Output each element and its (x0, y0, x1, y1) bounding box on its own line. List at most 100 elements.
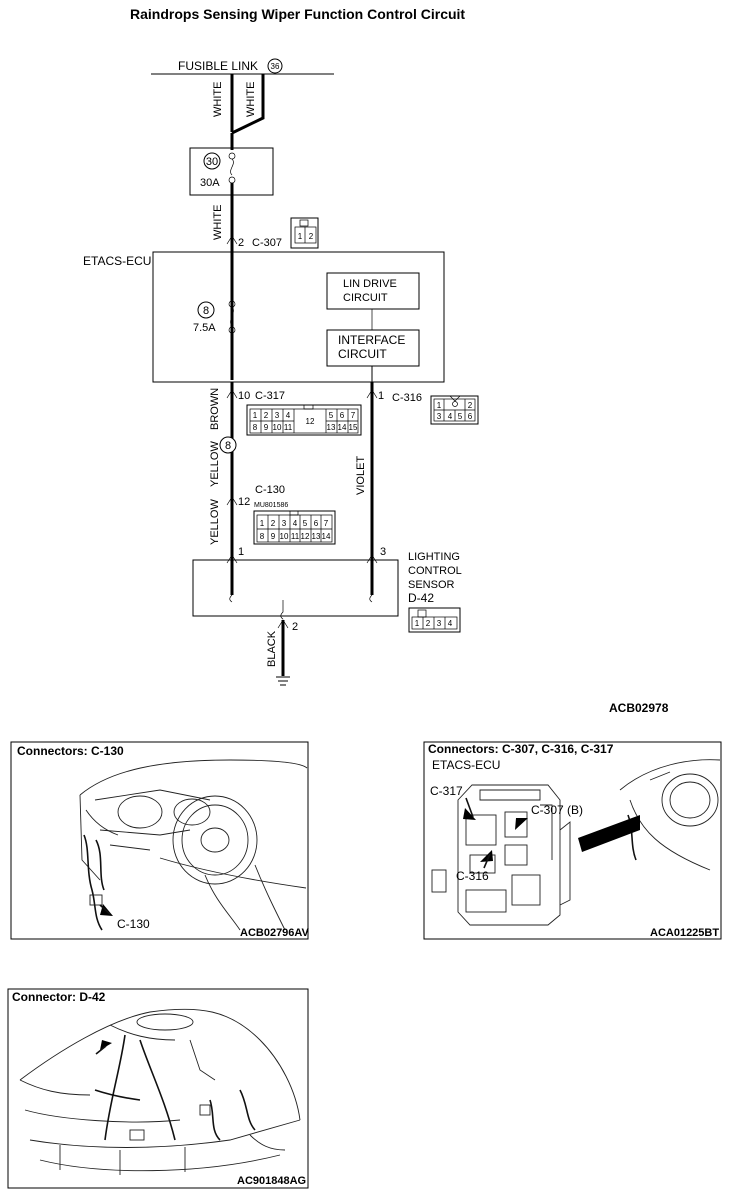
panel-c307-subtitle: ETACS-ECU (432, 758, 500, 772)
svg-text:11: 11 (291, 532, 300, 541)
svg-text:1: 1 (253, 411, 258, 420)
svg-text:6: 6 (468, 412, 473, 421)
panel-c130-callout: C-130 (117, 917, 150, 931)
c130-connector-face-icon: 1 2 3 4 5 6 7 8 9 10 11 12 13 14 (253, 510, 336, 545)
svg-text:2: 2 (426, 619, 431, 628)
connector-arrow-c316 (366, 389, 378, 399)
svg-text:5: 5 (303, 519, 308, 528)
sensor-code: D-42 (408, 591, 434, 605)
svg-text:3: 3 (275, 411, 280, 420)
c316-pin: 1 (378, 390, 384, 402)
etacs-ecu-illustration-icon (431, 784, 571, 926)
panel-d42: Connector: D-42 AC901848AG (7, 988, 309, 1189)
panel-c130-title: Connectors: C-130 (17, 744, 124, 758)
c130-name: C-130 (255, 484, 285, 496)
svg-text:12: 12 (306, 417, 315, 426)
panel-callout-c316: C-316 (456, 869, 489, 883)
svg-text:1: 1 (298, 232, 303, 241)
c307-connector-face-icon: 1 2 (290, 217, 319, 249)
interface-label-2: CIRCUIT (338, 347, 387, 361)
svg-text:36: 36 (271, 62, 280, 71)
ecu-fuse-element-icon (228, 300, 236, 334)
wire-label-violet: VIOLET (355, 456, 367, 495)
svg-text:30: 30 (206, 156, 218, 168)
svg-text:3: 3 (437, 412, 442, 421)
svg-text:4: 4 (286, 411, 291, 420)
svg-text:4: 4 (293, 519, 298, 528)
svg-text:15: 15 (349, 423, 358, 432)
panel-c307-code: ACA01225BT (650, 927, 719, 939)
vehicle-interior-illustration-icon (19, 1008, 301, 1175)
splice-badge: 8 (219, 436, 237, 454)
interface-label-1: INTERFACE (338, 333, 405, 347)
sensor-pin-right: 3 (380, 546, 386, 558)
svg-text:14: 14 (322, 532, 331, 541)
pointer-wedge-icon (578, 815, 640, 852)
panel-callout-c307: C-307 (B) (531, 803, 583, 817)
svg-text:7: 7 (351, 411, 356, 420)
svg-text:13: 13 (312, 532, 321, 541)
dashboard-inset-illustration-icon (619, 759, 721, 871)
white-wire-right (231, 74, 265, 135)
svg-text:11: 11 (284, 423, 293, 432)
panel-c307: Connectors: C-307, C-316, C-317 ETACS-EC… (423, 741, 722, 940)
svg-text:8: 8 (260, 532, 265, 541)
svg-text:7: 7 (324, 519, 329, 528)
svg-text:4: 4 (448, 619, 453, 628)
fuse-number-badge: 30 (203, 152, 221, 170)
sensor-arrow-right (366, 554, 378, 564)
svg-text:8: 8 (253, 423, 258, 432)
svg-text:1: 1 (415, 619, 420, 628)
sensor-arrow-left (226, 554, 238, 564)
lin-label-2: CIRCUIT (343, 292, 388, 304)
ground-pin: 2 (292, 621, 298, 633)
panel-callout-c317: C-317 (430, 784, 463, 798)
svg-text:12: 12 (301, 532, 310, 541)
svg-text:1: 1 (437, 401, 442, 410)
c307-name: C-307 (252, 237, 282, 249)
fusible-link-number-badge: 36 (267, 58, 283, 74)
svg-text:1: 1 (260, 519, 265, 528)
c317-name: C-317 (255, 390, 285, 402)
c307-callout-arrow-icon (515, 818, 528, 830)
c316-name: C-316 (392, 392, 422, 404)
sensor-pin-left: 1 (238, 546, 244, 558)
svg-text:8: 8 (203, 305, 209, 317)
svg-text:2: 2 (468, 401, 473, 410)
svg-text:2: 2 (309, 232, 314, 241)
sensor-label-1: LIGHTING (408, 551, 460, 563)
svg-text:14: 14 (338, 423, 347, 432)
svg-text:3: 3 (437, 619, 442, 628)
interface-circuit-box (326, 329, 420, 367)
wire-label-yellow-lower: YELLOW (209, 499, 221, 545)
wire-label-black: BLACK (266, 630, 278, 667)
lin-drive-circuit-box (326, 272, 420, 310)
fusible-link-label: FUSIBLE LINK (178, 59, 258, 73)
wire-label-brown: BROWN (209, 388, 221, 430)
svg-text:2: 2 (264, 411, 269, 420)
svg-text:8: 8 (225, 440, 231, 452)
ecu-box (152, 251, 445, 383)
svg-text:10: 10 (280, 532, 289, 541)
dashboard-steering-illustration-icon (79, 759, 308, 931)
connector-arrow-c307 (226, 235, 238, 245)
svg-text:6: 6 (314, 519, 319, 528)
diagram-code: ACB02978 (609, 701, 669, 715)
svg-text:5: 5 (329, 411, 334, 420)
fuse-30-element-icon (228, 152, 236, 184)
svg-text:3: 3 (282, 519, 287, 528)
panel-c130: Connectors: C-130 C-130 ACB02796AV (10, 741, 310, 940)
c130-part-number: MU801586 (254, 502, 288, 509)
c307-pin: 2 (238, 237, 244, 249)
c317-pin: 10 (238, 390, 250, 402)
lighting-control-sensor-box (192, 559, 399, 617)
c316-connector-face-icon: 1 2 3 4 5 6 (430, 395, 479, 425)
svg-text:4: 4 (448, 412, 453, 421)
sensor-wire-end-right (369, 594, 373, 603)
svg-text:10: 10 (273, 423, 282, 432)
ecu-fuse-number-badge: 8 (197, 301, 215, 319)
c130-pin: 12 (238, 496, 250, 508)
svg-text:13: 13 (327, 423, 336, 432)
d42-connector-face-icon: 1 2 3 4 (408, 607, 461, 633)
